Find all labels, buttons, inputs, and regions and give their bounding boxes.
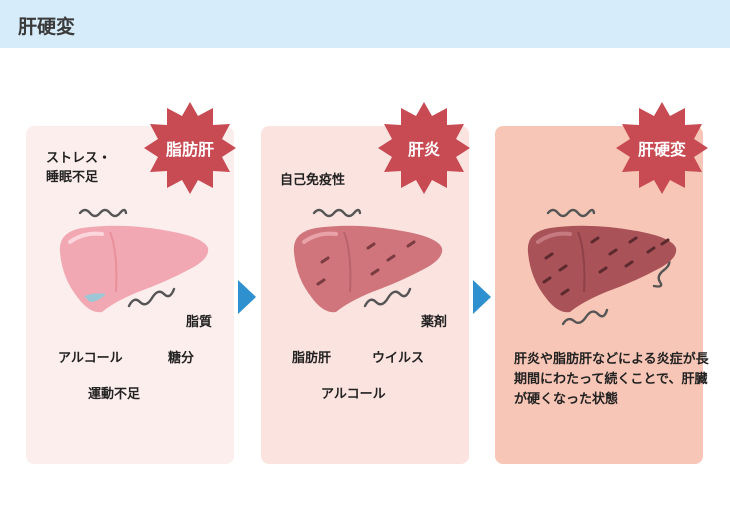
cause-label-fatty-liver: 脂肪肝	[292, 351, 332, 366]
squiggle-icon	[127, 287, 176, 308]
stage-badge	[616, 102, 708, 194]
hepatitis-liver-icon	[293, 225, 443, 313]
cause-label-virus: ウイルス	[372, 351, 425, 366]
cirrhosis-liver-icon	[527, 225, 677, 313]
cause-label-alcohol: アルコール	[58, 351, 123, 366]
squiggle-icon	[363, 287, 412, 308]
squiggle-icon	[561, 308, 609, 326]
cause-label-fat: 脂質	[186, 315, 213, 330]
stage-badge-label: 脂肪肝	[165, 140, 214, 159]
stage-badge-label: 肝炎	[407, 140, 440, 159]
squiggle-icon	[312, 208, 362, 218]
page-header: 肝硬変	[0, 0, 730, 48]
arrow-right-icon	[473, 280, 491, 314]
cause-label-stress: ストレス・	[46, 151, 112, 166]
stage-badge-label: 肝硬変	[637, 140, 686, 159]
cause-label-sleep: 睡眠不足	[46, 170, 99, 185]
cause-label-alcohol: アルコール	[321, 387, 386, 402]
fatty-liver-icon	[59, 225, 209, 313]
stage-badge	[144, 102, 236, 194]
stage-badge	[378, 102, 470, 194]
cause-label-autoimmune: 自己免疫性	[280, 173, 346, 188]
cause-label-drug: 薬剤	[421, 315, 448, 330]
page-title: 肝硬変	[18, 16, 76, 38]
squiggle-icon	[78, 208, 128, 218]
arrow-right-icon	[238, 280, 256, 314]
cause-label-exercise: 運動不足	[88, 387, 141, 402]
cause-label-sugar: 糖分	[168, 351, 195, 366]
squiggle-icon	[546, 208, 596, 218]
stage-description: 肝炎や脂肪肝などによる炎症が長期間にわたって続くことで、肝臓が硬くなった状態	[514, 352, 709, 408]
